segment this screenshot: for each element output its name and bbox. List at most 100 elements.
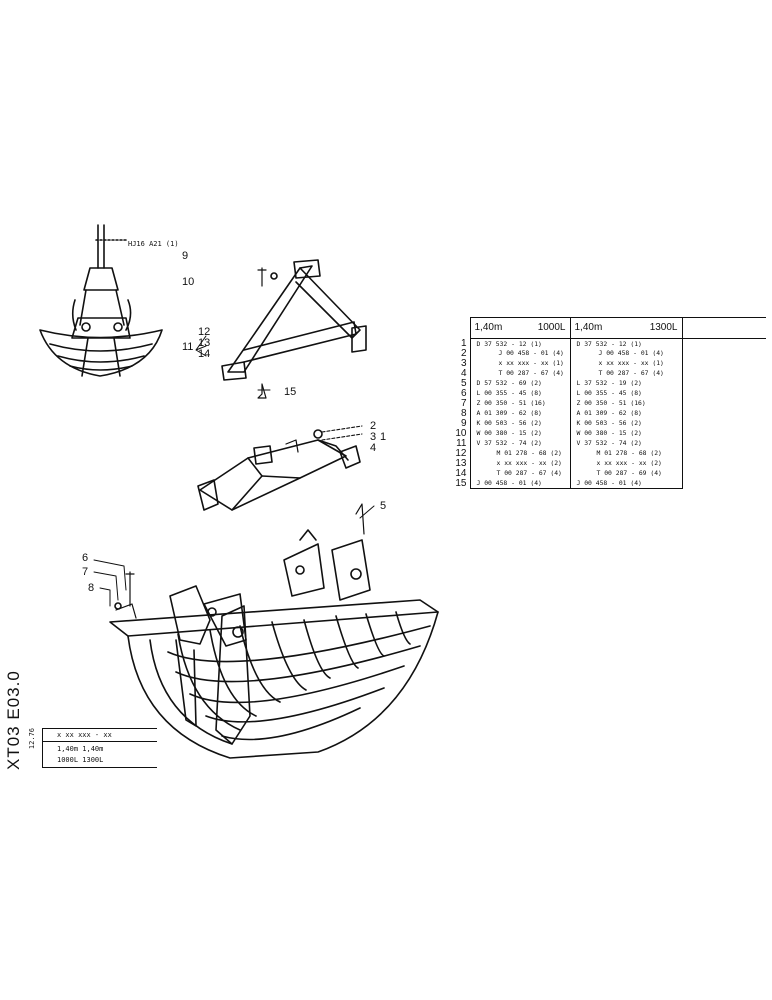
part-number-1000l: D 37 532 - 12 (1) [469, 338, 570, 349]
item-number: 8 [460, 408, 467, 419]
col1-header: 1,40m 1000L [469, 317, 570, 339]
callout-8: 8 [88, 582, 95, 594]
legend-divider [43, 741, 157, 742]
part-number-1300l: L 00 355 - 45 (8) [569, 388, 682, 399]
empty-cell [681, 358, 766, 369]
empty-cell [681, 448, 766, 459]
empty-cell [681, 398, 766, 409]
empty-cell [681, 368, 766, 379]
part-number-1300l: V 37 532 - 74 (2) [569, 438, 682, 449]
callout-9: 9 [182, 250, 189, 262]
document-date: 12.76 [28, 728, 36, 750]
callout-13: 13 [198, 337, 211, 349]
empty-cell [681, 428, 766, 439]
part-number-1300l: Z 00 350 - 51 (16) [569, 398, 682, 409]
item-number: 6 [460, 388, 467, 399]
legend-row-length: 1,40m 1,40m [57, 745, 104, 753]
part-number-1300l: T 00 287 - 69 (4) [569, 468, 682, 479]
part-number-1300l: L 37 532 - 19 (2) [569, 378, 682, 389]
item-number: 4 [460, 368, 467, 379]
empty-cell [681, 388, 766, 399]
part-number-1000l: x xx xxx - xx (2) [469, 458, 570, 469]
empty-cell [681, 408, 766, 419]
callout-7: 7 [82, 566, 89, 578]
col2-header-volume: 1300L [649, 322, 678, 333]
item-number: 13 [455, 458, 467, 469]
part-number-1000l: W 00 380 - 15 (2) [469, 428, 570, 439]
part-number-1000l: T 00 287 - 67 (4) [469, 468, 570, 479]
grab-thumbnail-drawing [39, 224, 163, 377]
item-number: 3 [460, 358, 467, 369]
part-number-1300l: T 00 287 - 67 (4) [569, 368, 682, 379]
callout-14: 14 [198, 348, 211, 360]
part-number-1300l: D 37 532 - 12 (1) [569, 338, 682, 349]
part-number-1000l: D 57 532 - 69 (2) [469, 378, 570, 389]
empty-cell [681, 378, 766, 389]
leader-lines [93, 335, 375, 607]
callout-6: 6 [82, 552, 89, 564]
legend-row-volume: 1000L 1300L [57, 756, 104, 764]
empty-cell [681, 478, 766, 489]
col1-header-length: 1,40m [474, 322, 503, 333]
item-number: 10 [455, 428, 467, 439]
part-number-1000l: M 01 278 - 68 (2) [469, 448, 570, 459]
col2-header: 1,40m 1300L [569, 317, 682, 339]
part-number-1300l: M 01 278 - 68 (2) [569, 448, 682, 459]
part-number-1000l: A 01 309 - 62 (8) [469, 408, 570, 419]
hinge-beam-drawing [197, 425, 363, 511]
callout-12: 12 [198, 326, 211, 338]
callout-11: 11 [182, 341, 194, 353]
item-number: 15 [455, 478, 467, 489]
callout-15: 15 [284, 386, 297, 398]
part-number-1000l: J 00 458 - 01 (4) [469, 478, 570, 489]
grab-bucket-drawing [109, 503, 439, 759]
part-number-1000l: x xx xxx - xx (1) [469, 358, 570, 369]
item-number: 5 [460, 378, 467, 389]
callout-3: 3 [370, 431, 377, 443]
callout-top-reference: HJ16 A21 (1) [128, 240, 179, 248]
callout-2: 2 [370, 420, 377, 432]
a-frame-drawing [221, 259, 367, 399]
part-number-1000l: V 37 532 - 74 (2) [469, 438, 570, 449]
empty-cell [681, 458, 766, 469]
item-number: 2 [460, 348, 467, 359]
col1-header-volume: 1000L [537, 322, 566, 333]
empty-cell [681, 418, 766, 429]
empty-cell [681, 438, 766, 449]
col2-header-length: 1,40m [574, 322, 603, 333]
part-number-1000l: L 00 355 - 45 (8) [469, 388, 570, 399]
part-number-1300l: J 00 458 - 01 (4) [569, 478, 682, 489]
part-number-1000l: T 00 287 - 67 (4) [469, 368, 570, 379]
legend-row-code: x xx xxx - xx [57, 731, 112, 739]
document-code: XT03 E03.0 [4, 670, 23, 770]
part-number-1300l: K 00 503 - 56 (2) [569, 418, 682, 429]
item-number: 11 [456, 438, 467, 449]
item-number: 7 [460, 398, 467, 409]
empty-cell [681, 338, 766, 349]
part-number-1300l: x xx xxx - xx (2) [569, 458, 682, 469]
part-number-1000l: J 00 458 - 01 (4) [469, 348, 570, 359]
item-number: 12 [455, 448, 467, 459]
part-number-1300l: W 00 380 - 15 (2) [569, 428, 682, 439]
part-number-1300l: A 01 309 - 62 (8) [569, 408, 682, 419]
item-number: 1 [460, 338, 467, 349]
empty-cell [681, 468, 766, 479]
callout-10: 10 [182, 276, 195, 288]
part-number-1300l: J 00 458 - 01 (4) [569, 348, 682, 359]
